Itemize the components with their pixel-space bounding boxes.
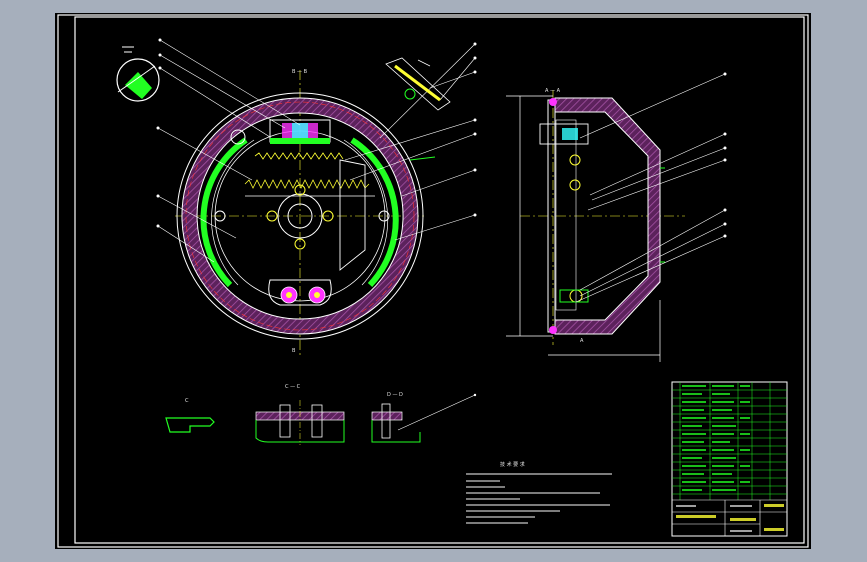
roughness-symbol (116, 46, 160, 102)
brake-drum-section (181, 97, 419, 335)
return-spring (244, 179, 370, 189)
detail-c: C (165, 398, 215, 433)
drawing-sheet (55, 13, 811, 549)
inner-frame (74, 16, 805, 544)
tech-notes: 技 术 要 求 (466, 461, 612, 524)
parking-lever (339, 159, 366, 271)
detail-adjuster (385, 57, 451, 111)
parts-list-grid (672, 382, 787, 500)
left-shoe-lining (200, 137, 248, 288)
section-mark-bottom: B (292, 348, 296, 354)
right-shoe-lining (350, 137, 399, 288)
parts-list-entries (682, 385, 750, 491)
tech-notes-title: 技 术 要 求 (500, 461, 525, 468)
outer-frame (57, 14, 809, 548)
detail-section-c: C — C (255, 384, 345, 445)
svg-text:C: C (185, 398, 189, 404)
section-mark-top: B — B (292, 69, 308, 75)
anchor-plate (268, 279, 332, 306)
front-view: B — B B (175, 69, 436, 355)
section-mark-side-bottom: A (580, 338, 584, 344)
side-view: A — A A (506, 88, 685, 362)
section-mark-side-top: A — A (545, 88, 561, 94)
title-block (671, 381, 788, 537)
svg-text:D — D: D — D (387, 392, 403, 398)
detail-section-d: D — D (371, 392, 477, 443)
leader-lines-side (575, 72, 727, 303)
svg-text:C — C: C — C (285, 384, 301, 390)
leader-lines-front (156, 38, 477, 263)
